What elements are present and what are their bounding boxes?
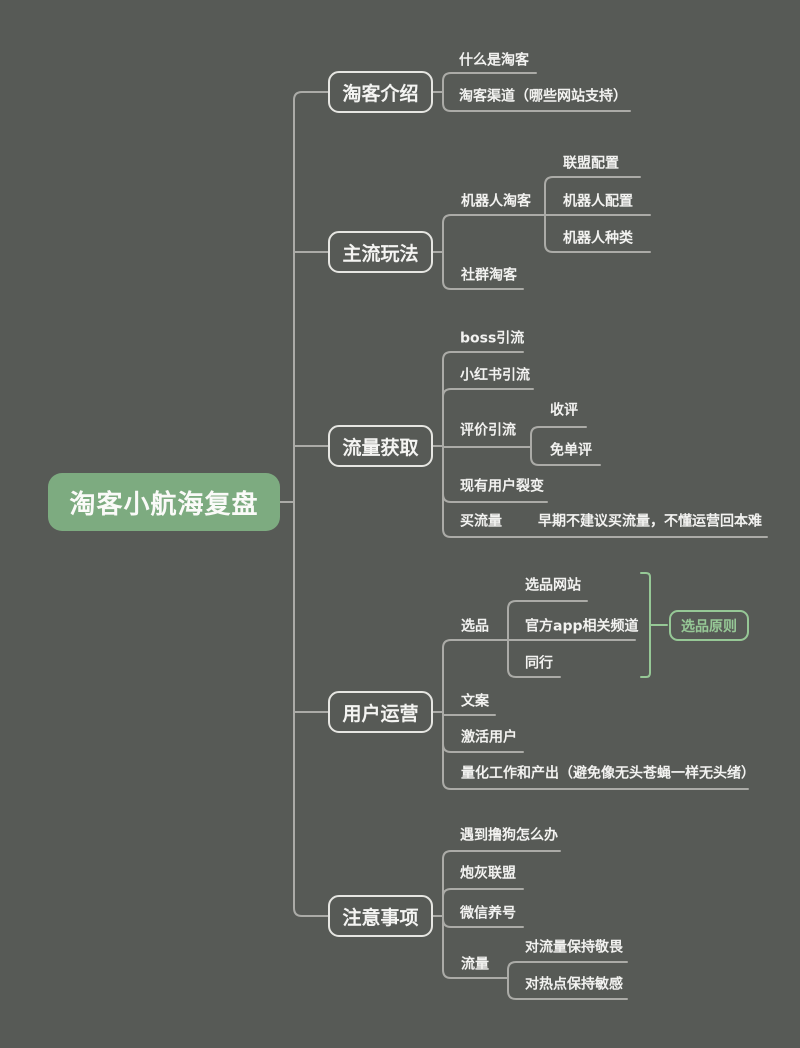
topic-hotspot-sense[interactable]: 对热点保持敏感 — [525, 976, 623, 993]
topic-peers[interactable]: 同行 — [525, 655, 553, 672]
topic-user-fission[interactable]: 现有用户裂变 — [460, 478, 544, 495]
topic-robot-taoke[interactable]: 机器人淘客 — [461, 193, 531, 210]
topic-selection-sites[interactable]: 选品网站 — [525, 577, 581, 594]
branch-label: 用户运营 — [342, 702, 419, 725]
topic-free-review[interactable]: 免单评 — [550, 442, 592, 459]
topic-quantify-work[interactable]: 量化工作和产出（避免像无头苍蝇一样无头绪） — [461, 765, 755, 782]
topic-robot-types[interactable]: 机器人种类 — [563, 230, 633, 247]
topic-taoke-channels[interactable]: 淘客渠道（哪些网站支持） — [459, 88, 627, 105]
root-label: 淘客小航海复盘 — [69, 489, 259, 520]
topic-traffic[interactable]: 流量 — [461, 956, 489, 973]
topic-buy-traffic-note[interactable]: 早期不建议买流量，不懂运营回本难 — [538, 513, 762, 530]
topic-boss-traffic[interactable]: boss引流 — [460, 330, 525, 347]
summary-node-selection-principles[interactable]: 选品原则 — [669, 610, 749, 641]
branch-node-traffic[interactable]: 流量获取 — [328, 425, 433, 467]
topic-paohui-alliance[interactable]: 炮灰联盟 — [460, 865, 516, 882]
branch-node-main-playstyle[interactable]: 主流玩法 — [328, 231, 433, 273]
branch-label: 流量获取 — [342, 436, 419, 459]
topic-what-is-taoke[interactable]: 什么是淘客 — [459, 52, 529, 69]
branch-node-notes[interactable]: 注意事项 — [328, 895, 433, 937]
summary-bracket — [640, 572, 651, 678]
topic-product-selection[interactable]: 选品 — [461, 618, 489, 635]
branch-node-user-ops[interactable]: 用户运营 — [328, 691, 433, 733]
topic-wechat-account[interactable]: 微信养号 — [460, 905, 516, 922]
branch-label: 淘客介绍 — [342, 82, 419, 105]
topic-official-app[interactable]: 官方app相关频道 — [525, 618, 639, 635]
branch-label: 主流玩法 — [342, 242, 419, 265]
root-node[interactable]: 淘客小航海复盘 — [48, 473, 280, 531]
branch-label: 注意事项 — [342, 906, 419, 929]
topic-activate-users[interactable]: 激活用户 — [461, 729, 517, 746]
branch-node-taoke-intro[interactable]: 淘客介绍 — [328, 71, 433, 113]
topic-ludog[interactable]: 遇到撸狗怎么办 — [460, 827, 558, 844]
topic-respect-traffic[interactable]: 对流量保持敬畏 — [525, 939, 623, 956]
topic-robot-config[interactable]: 机器人配置 — [563, 193, 633, 210]
topic-review-traffic[interactable]: 评价引流 — [460, 422, 516, 439]
topic-community-taoke[interactable]: 社群淘客 — [461, 267, 517, 284]
topic-buy-traffic[interactable]: 买流量 — [460, 513, 502, 530]
topic-xiaohongshu[interactable]: 小红书引流 — [460, 367, 530, 384]
topic-collect-review[interactable]: 收评 — [550, 402, 578, 419]
topic-alliance-config[interactable]: 联盟配置 — [563, 155, 619, 172]
topic-copywriting[interactable]: 文案 — [461, 693, 489, 710]
summary-label: 选品原则 — [681, 618, 737, 635]
